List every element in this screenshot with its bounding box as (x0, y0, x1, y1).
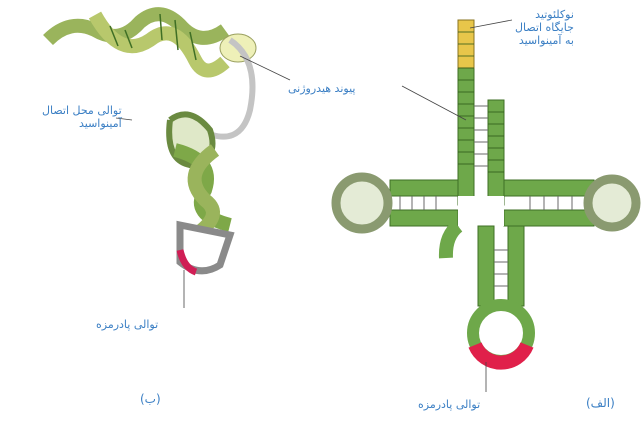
d-arm-h-bonds (400, 196, 436, 210)
tertiary-structure (48, 14, 256, 272)
aa-site-label: توالی محل اتصال آمینواسید (42, 104, 122, 130)
anticodon-h-bonds (494, 250, 508, 286)
acceptor-stem-right (488, 100, 504, 205)
t-arm-bottom (504, 210, 594, 226)
cloverleaf-structure (336, 20, 636, 363)
helix-upper-back (48, 14, 225, 40)
nucleotide-site-line3: به آمینواسید (515, 34, 574, 47)
nucleotide-site-line1: نوکلئوتید (515, 8, 574, 21)
caption-b: (ب) (140, 392, 161, 406)
nucleotide-site-line2: جایگاه اتصال (515, 21, 574, 34)
anticodon-stem-right (508, 226, 524, 306)
t-loop (588, 179, 636, 227)
d-arm-bottom (390, 210, 458, 226)
hydrogen-bond-label: پیوند هیدروژنی (288, 82, 355, 95)
aa-site-line1: توالی محل اتصال (42, 104, 122, 117)
d-arm-top (390, 180, 458, 196)
aa-site-line2: آمینواسید (42, 117, 122, 130)
t-arm-h-bonds (530, 196, 572, 210)
t-arm-top (504, 180, 594, 196)
helix-lower-b (195, 150, 215, 235)
caption-a: (الف) (586, 396, 615, 410)
variable-loop (446, 226, 458, 258)
anticodon-label-left: توالی پادرمزه (96, 318, 158, 331)
anticodon-stem-left (478, 226, 494, 306)
central-junction (458, 196, 504, 226)
acceptor-h-bonds (474, 106, 488, 166)
anticodon-label-right: توالی پادرمزه (418, 398, 480, 411)
nucleotide-site-label: نوکلئوتید جایگاه اتصال به آمینواسید (515, 8, 574, 47)
d-loop (336, 177, 388, 229)
